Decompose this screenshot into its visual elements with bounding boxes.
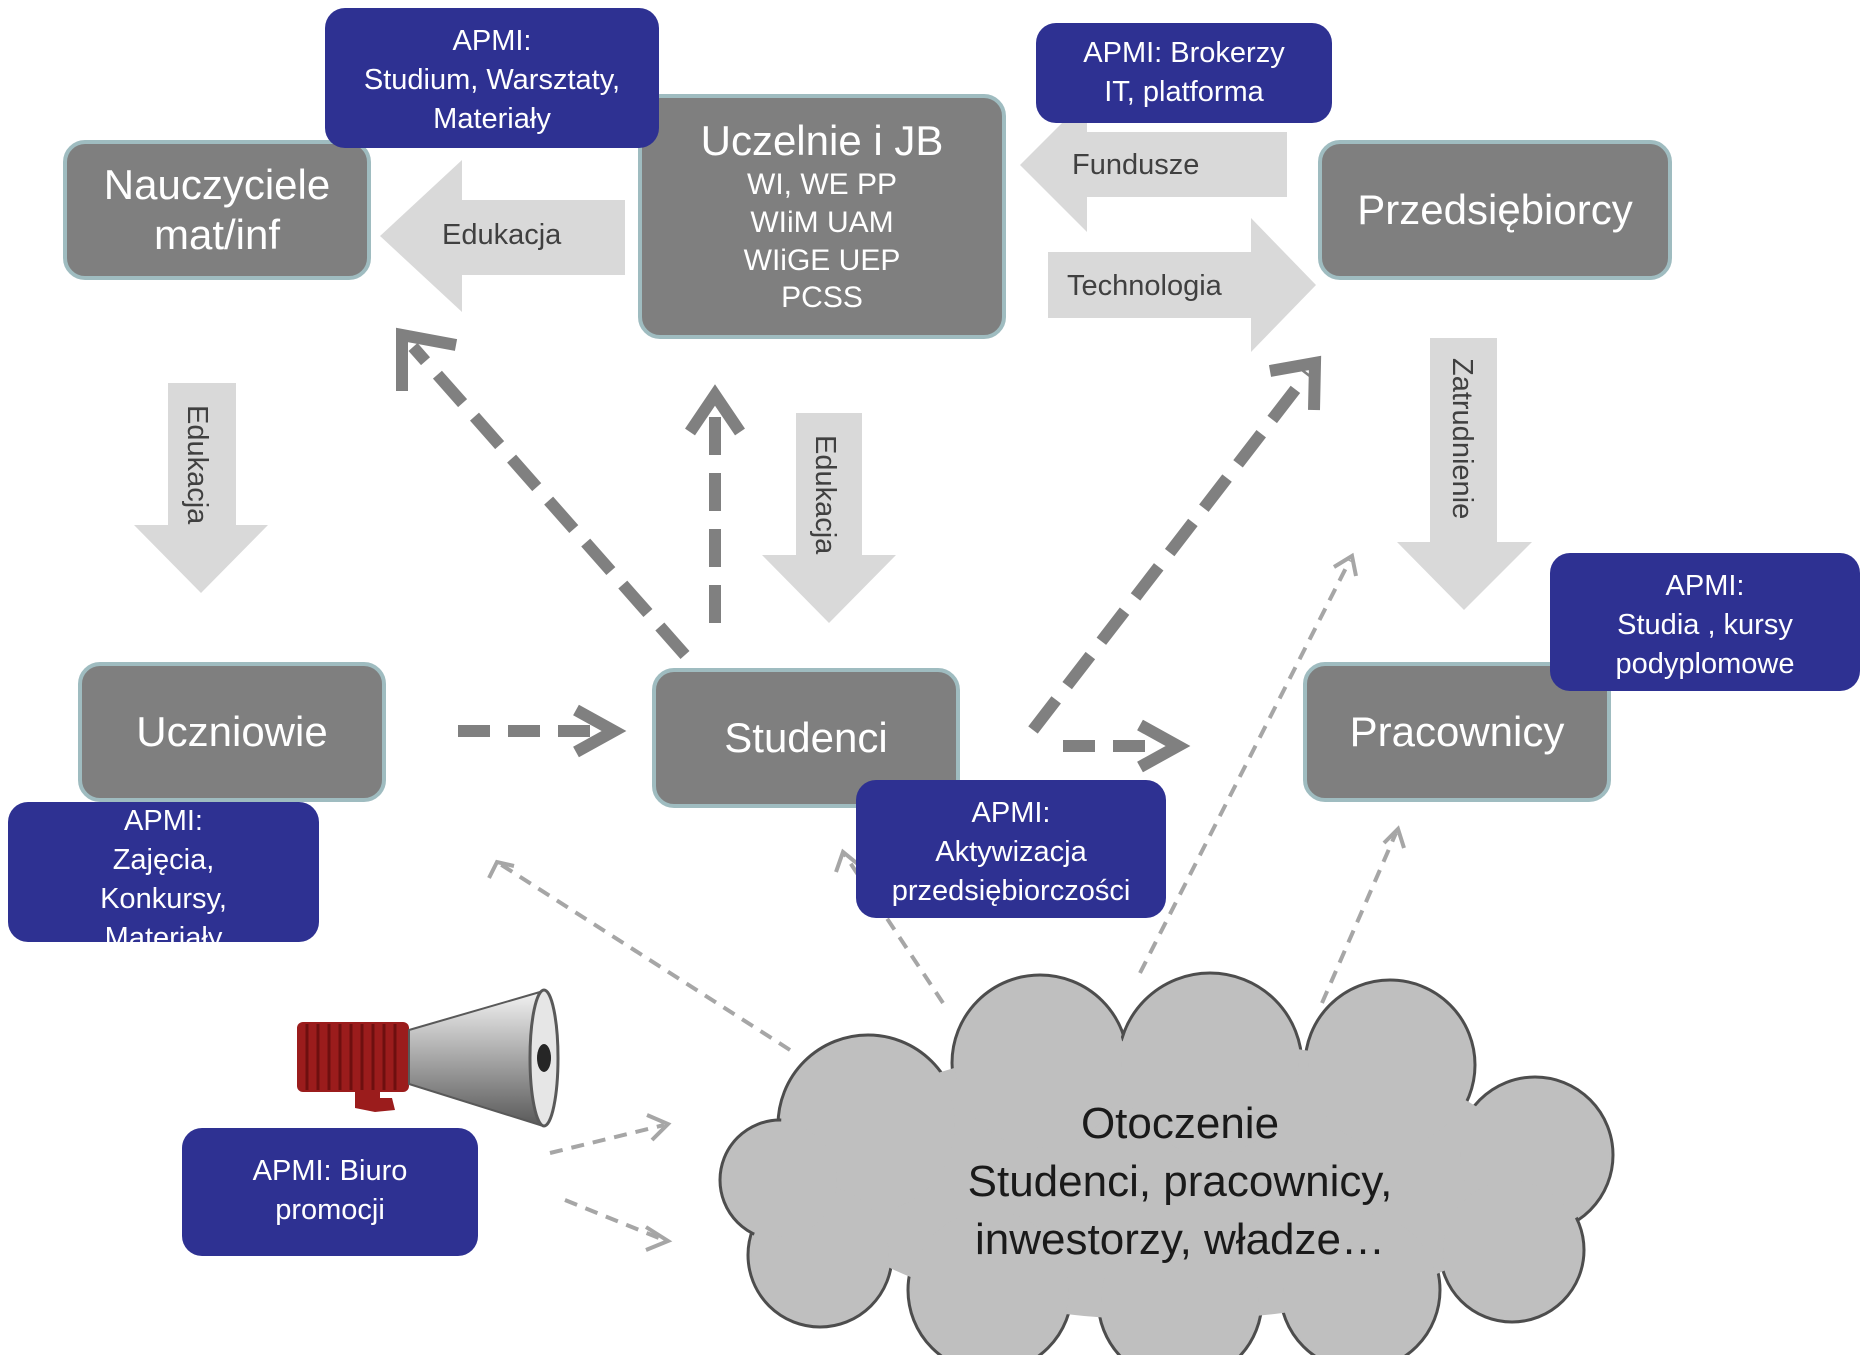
apmi-box-aktywizacja: APMI: Aktywizacja przedsiębiorczości — [856, 780, 1166, 918]
apmi-text: Studia , kursy — [1617, 609, 1793, 641]
node-uczelnie-item: PCSS — [781, 281, 863, 315]
flow-label-edukacja-center: Edukacja — [809, 435, 841, 555]
flow-arrow-edukacja-center — [762, 413, 896, 623]
node-uczelnie-item: WIiM UAM — [750, 205, 894, 239]
cloud-text-line: inwestorzy, władze… — [975, 1215, 1385, 1264]
flow-arrow-technologia — [1048, 218, 1316, 352]
flow-arrow-zatrudnienie — [1397, 338, 1532, 610]
apmi-text: APMI: Brokerzy — [1083, 37, 1285, 69]
dashed-arrow-megafon-1 — [549, 1123, 665, 1155]
apmi-box-brokerzy: APMI: Brokerzy IT, platforma — [1036, 23, 1332, 123]
apmi-text: Materiały — [104, 922, 223, 942]
flow-label-edukacja-top: Edukacja — [442, 219, 562, 251]
apmi-box-biuro-promocji: APMI: Biuro promocji — [182, 1128, 478, 1256]
dashed-arrow-otoczenie-to-studenci — [841, 850, 945, 1005]
dashed-arrow-studenci-to-nauczyciele — [408, 343, 690, 659]
node-studenci: Studenci — [652, 668, 960, 808]
node-nauczyciele-label: Nauczyciele mat/inf — [103, 160, 331, 258]
apmi-box-studia-podyplomowe: APMI: Studia , kursy podyplomowe — [1550, 553, 1860, 691]
flow-label-zatrudnienie: Zatrudnienie — [1446, 358, 1478, 520]
apmi-text: APMI: — [1665, 570, 1745, 602]
cloud-text-line: Otoczenie — [1080, 1099, 1280, 1148]
flow-label-technologia: Technologia — [1067, 270, 1222, 302]
apmi-text: Zajęcia, — [112, 844, 215, 876]
flow-label-edukacja-left: Edukacja — [181, 405, 213, 525]
apmi-text: Aktywizacja — [935, 836, 1087, 868]
apmi-box-zajecia: APMI: Zajęcia, Konkursy, Materiały — [8, 802, 319, 942]
otoczenie-cloud-label: Otoczenie Studenci, pracownicy, inwestor… — [880, 1095, 1480, 1269]
apmi-text: IT, platforma — [1104, 76, 1264, 108]
apmi-text: Konkursy, — [100, 883, 227, 915]
cloud-text-line: Studenci, pracownicy, — [967, 1157, 1393, 1206]
node-przedsiebiorcy-label: Przedsiębiorcy — [1357, 185, 1633, 233]
node-nauczyciele: Nauczyciele mat/inf — [63, 140, 371, 280]
apmi-text: przedsiębiorczości — [891, 875, 1131, 907]
dashed-arrow-otoczenie-to-uczniowie — [495, 860, 792, 1052]
node-uczelnie-title: Uczelnie i JB — [700, 116, 944, 164]
flow-label-fundusze: Fundusze — [1072, 149, 1200, 181]
node-studenci-label: Studenci — [724, 713, 888, 761]
megaphone-icon — [297, 988, 560, 1128]
apmi-text: APMI: — [124, 805, 203, 837]
node-uczelnie-item: WIiGE UEP — [743, 243, 901, 277]
flow-arrow-fundusze — [1020, 98, 1287, 232]
apmi-text: Materiały — [433, 103, 551, 135]
node-uczniowie-label: Uczniowie — [136, 707, 328, 755]
node-uczelnie: Uczelnie i JB WI, WE PP WIiM UAM WIiGE U… — [638, 94, 1006, 339]
dashed-arrow-megafon-2 — [564, 1198, 665, 1242]
dashed-arrow-otoczenie-to-przedsiebiorcy — [1138, 559, 1352, 974]
dashed-arrow-studenci-to-przedsiebiorcy — [1028, 369, 1313, 734]
node-pracownicy-label: Pracownicy — [1349, 707, 1565, 755]
node-przedsiebiorcy: Przedsiębiorcy — [1318, 140, 1672, 280]
apmi-text: promocji — [275, 1194, 385, 1226]
apmi-box-studium: APMI: Studium, Warsztaty, Materiały — [325, 8, 659, 148]
apmi-text: APMI: Biuro — [252, 1155, 408, 1187]
apmi-text: APMI: — [971, 797, 1051, 829]
apmi-text: Studium, Warsztaty, — [363, 64, 621, 96]
flow-arrow-edukacja-top — [380, 160, 625, 312]
node-uczelnie-item: WI, WE PP — [747, 168, 897, 202]
flow-arrow-edukacja-left — [134, 383, 268, 593]
apmi-text: APMI: — [452, 25, 532, 57]
apmi-text: podyplomowe — [1615, 648, 1795, 680]
node-uczniowie: Uczniowie — [78, 662, 386, 802]
dashed-arrow-otoczenie-to-pracownicy — [1320, 832, 1398, 1004]
